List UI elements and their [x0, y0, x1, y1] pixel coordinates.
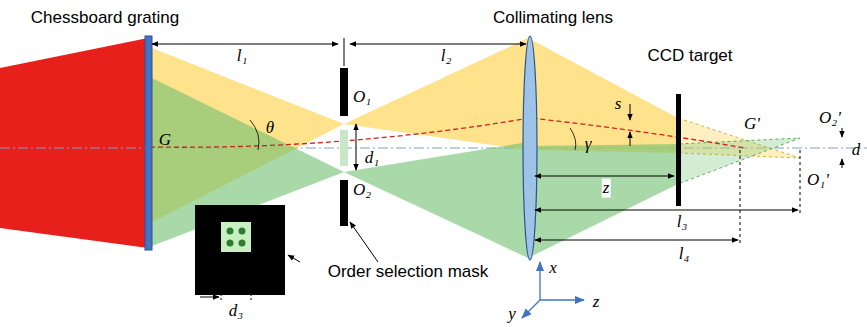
angle-arc: [570, 128, 576, 150]
laser-beam: [0, 38, 148, 248]
green-beam: [344, 142, 528, 258]
mask-opening: [340, 130, 348, 166]
yellow-beam: [344, 38, 528, 150]
dimension-line: [630, 132, 631, 146]
dimension-line: [350, 44, 526, 45]
grating: [145, 36, 152, 250]
axis-label: x: [549, 259, 557, 278]
dimension-line: [842, 159, 843, 168]
dimension-line: [630, 104, 631, 120]
extension-line: [740, 150, 741, 246]
dimension-line: [535, 210, 798, 211]
dimension-label: d₁: [365, 149, 379, 168]
point-label: O₁': [807, 171, 829, 190]
axis-arrow: [522, 300, 540, 318]
ccd-target: [676, 94, 681, 206]
axis-label: y: [508, 305, 516, 324]
dimension-line: [152, 44, 338, 45]
point-label: O₁: [353, 88, 371, 107]
dimension-label: d₃: [229, 302, 243, 321]
order-mask: [340, 68, 348, 116]
part-name: Order selection mask: [328, 263, 489, 282]
point-label: O₂: [353, 181, 371, 200]
part-name: Collimating lens: [493, 9, 613, 28]
point-label: G': [744, 115, 760, 134]
dimension-line: [356, 124, 357, 170]
dimension-line: [535, 176, 674, 177]
extension-line: [800, 150, 801, 216]
part-name: Chessboard grating: [31, 9, 179, 28]
collimating-lens: [523, 36, 537, 260]
dimension-line: [200, 297, 219, 298]
angle-label: γ: [585, 135, 592, 154]
point-label: O₂': [819, 109, 841, 128]
dimension-label: l₃: [676, 213, 689, 232]
extension-line: [251, 254, 252, 300]
axis-arrow: [540, 299, 584, 300]
point-label: G: [159, 131, 171, 150]
angle-arc: [250, 120, 259, 150]
axis-label: z: [593, 293, 600, 312]
dimension-label: z: [602, 179, 611, 198]
chief-ray: [150, 118, 745, 148]
dimension-line: [842, 128, 843, 137]
angle-label: θ: [266, 119, 274, 138]
leader-line: [288, 255, 300, 262]
dimension-label: l₁: [237, 47, 248, 66]
green-beam: [678, 138, 800, 184]
mask-window: [221, 222, 251, 252]
dimension-label: s: [615, 95, 622, 114]
part-name: CCD target: [647, 47, 732, 66]
dimension-label: d: [852, 141, 861, 160]
dimension-label: l₄: [678, 245, 691, 264]
axis-arrow: [539, 262, 540, 300]
mask-inset: [195, 205, 285, 295]
extension-line: [221, 254, 222, 300]
order-mask: [340, 180, 348, 226]
extension-line: [344, 38, 345, 66]
green-beam: [532, 144, 678, 256]
leader-line: [350, 222, 378, 262]
dimension-label: l₂: [441, 47, 452, 66]
dimension-line: [535, 240, 738, 241]
